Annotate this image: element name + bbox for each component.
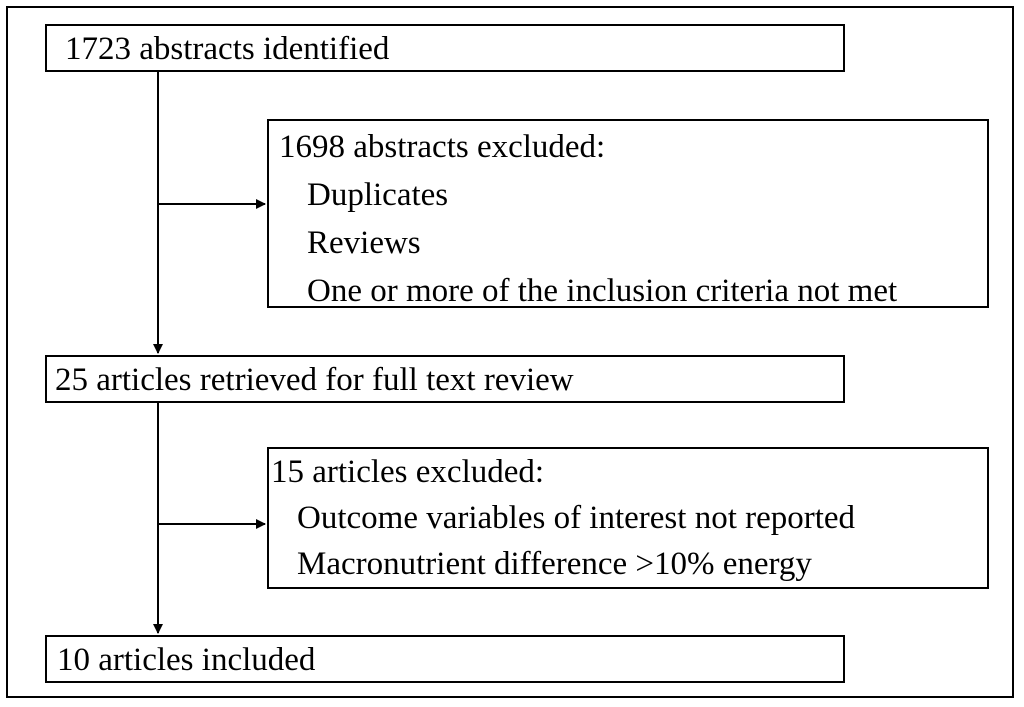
- articles-included-text: 10 articles included: [57, 642, 316, 678]
- exclusion-reason: Reviews: [307, 225, 421, 261]
- articles-included-box: 10 articles included: [45, 635, 845, 683]
- articles-excluded-heading: 15 articles excluded:: [271, 454, 545, 490]
- exclusion-reason: Outcome variables of interest not report…: [297, 500, 856, 536]
- articles-retrieved-box: 25 articles retrieved for full text revi…: [45, 355, 845, 403]
- exclusion-reason: Duplicates: [307, 177, 449, 213]
- articles-retrieved-text: 25 articles retrieved for full text revi…: [55, 362, 574, 398]
- abstracts-identified-text: 1723 abstracts identified: [65, 31, 390, 67]
- articles-excluded-box: 15 articles excluded: Outcome variables …: [267, 447, 989, 589]
- abstracts-identified-box: 1723 abstracts identified: [45, 24, 845, 72]
- abstracts-excluded-heading: 1698 abstracts excluded:: [279, 129, 606, 165]
- exclusion-reason: Macronutrient difference >10% energy: [297, 546, 812, 582]
- abstracts-excluded-box: 1698 abstracts excluded: Duplicates Revi…: [267, 119, 989, 309]
- diagram-frame: [6, 6, 1014, 698]
- exclusion-reason: One or more of the inclusion criteria no…: [307, 273, 898, 309]
